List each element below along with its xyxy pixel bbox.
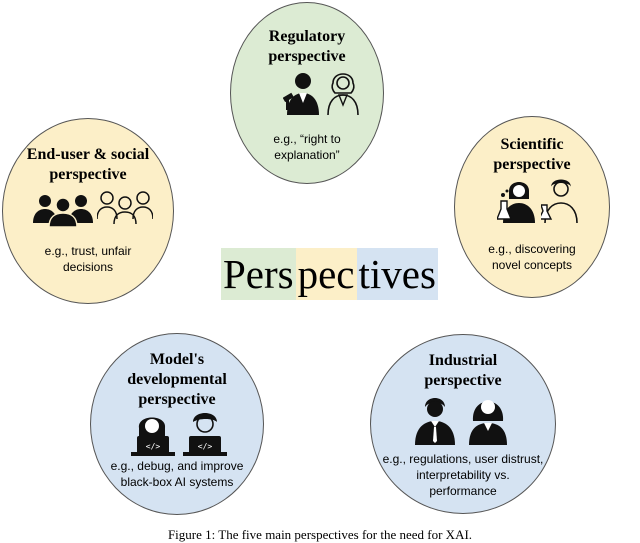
model-developmental-perspective-node: Model's developmental perspective </> </… bbox=[90, 333, 264, 515]
developer-laptop-icon: </> bbox=[131, 417, 175, 456]
node-title: Regulatory perspective bbox=[268, 28, 346, 65]
businesswoman-icon bbox=[469, 400, 507, 445]
node-description: e.g., discovering novel concepts bbox=[488, 242, 576, 272]
node-description: e.g., “right to explanation” bbox=[273, 132, 341, 162]
scientist-flask-icon bbox=[541, 179, 578, 223]
node-title: Industrial perspective bbox=[424, 352, 502, 389]
group-users-filled-icon bbox=[33, 195, 93, 227]
svg-text:</>: </> bbox=[146, 442, 161, 451]
svg-text:</>: </> bbox=[198, 442, 213, 451]
perspectives-center-label: Pers pec tives bbox=[221, 248, 438, 300]
node-title: Scientific perspective bbox=[493, 136, 571, 173]
center-word-part-yellow: pec bbox=[295, 248, 357, 300]
node-description: e.g., debug, and improve black-box AI sy… bbox=[110, 459, 244, 489]
node-description: e.g., regulations, user distrust, interp… bbox=[382, 452, 544, 498]
center-word-part-blue: tives bbox=[356, 248, 438, 300]
node-title: Model's developmental perspective bbox=[127, 351, 227, 408]
developer-laptop-icon: </> bbox=[183, 413, 227, 456]
regulatory-perspective-node: Regulatory perspective e.g., “right to e… bbox=[230, 2, 384, 184]
judge-gavel-icon bbox=[283, 73, 319, 115]
center-word-part-green: Pers bbox=[221, 248, 296, 300]
scientist-flask-icon bbox=[497, 182, 535, 223]
end-user-social-perspective-node: End-user & social perspective e.g., trus… bbox=[2, 118, 174, 304]
businessman-icon bbox=[415, 398, 455, 445]
group-users-outline-icon bbox=[97, 191, 153, 225]
figure-caption: Figure 1: The five main perspectives for… bbox=[167, 527, 473, 542]
scientific-perspective-node: Scientific perspective e.g., discovering… bbox=[454, 116, 610, 298]
node-title: End-user & social perspective bbox=[26, 146, 150, 183]
node-description: e.g., trust, unfair decisions bbox=[44, 244, 132, 274]
lawyer-icon bbox=[327, 73, 359, 115]
industrial-perspective-node: Industrial perspective e.g., regulations… bbox=[370, 334, 556, 514]
